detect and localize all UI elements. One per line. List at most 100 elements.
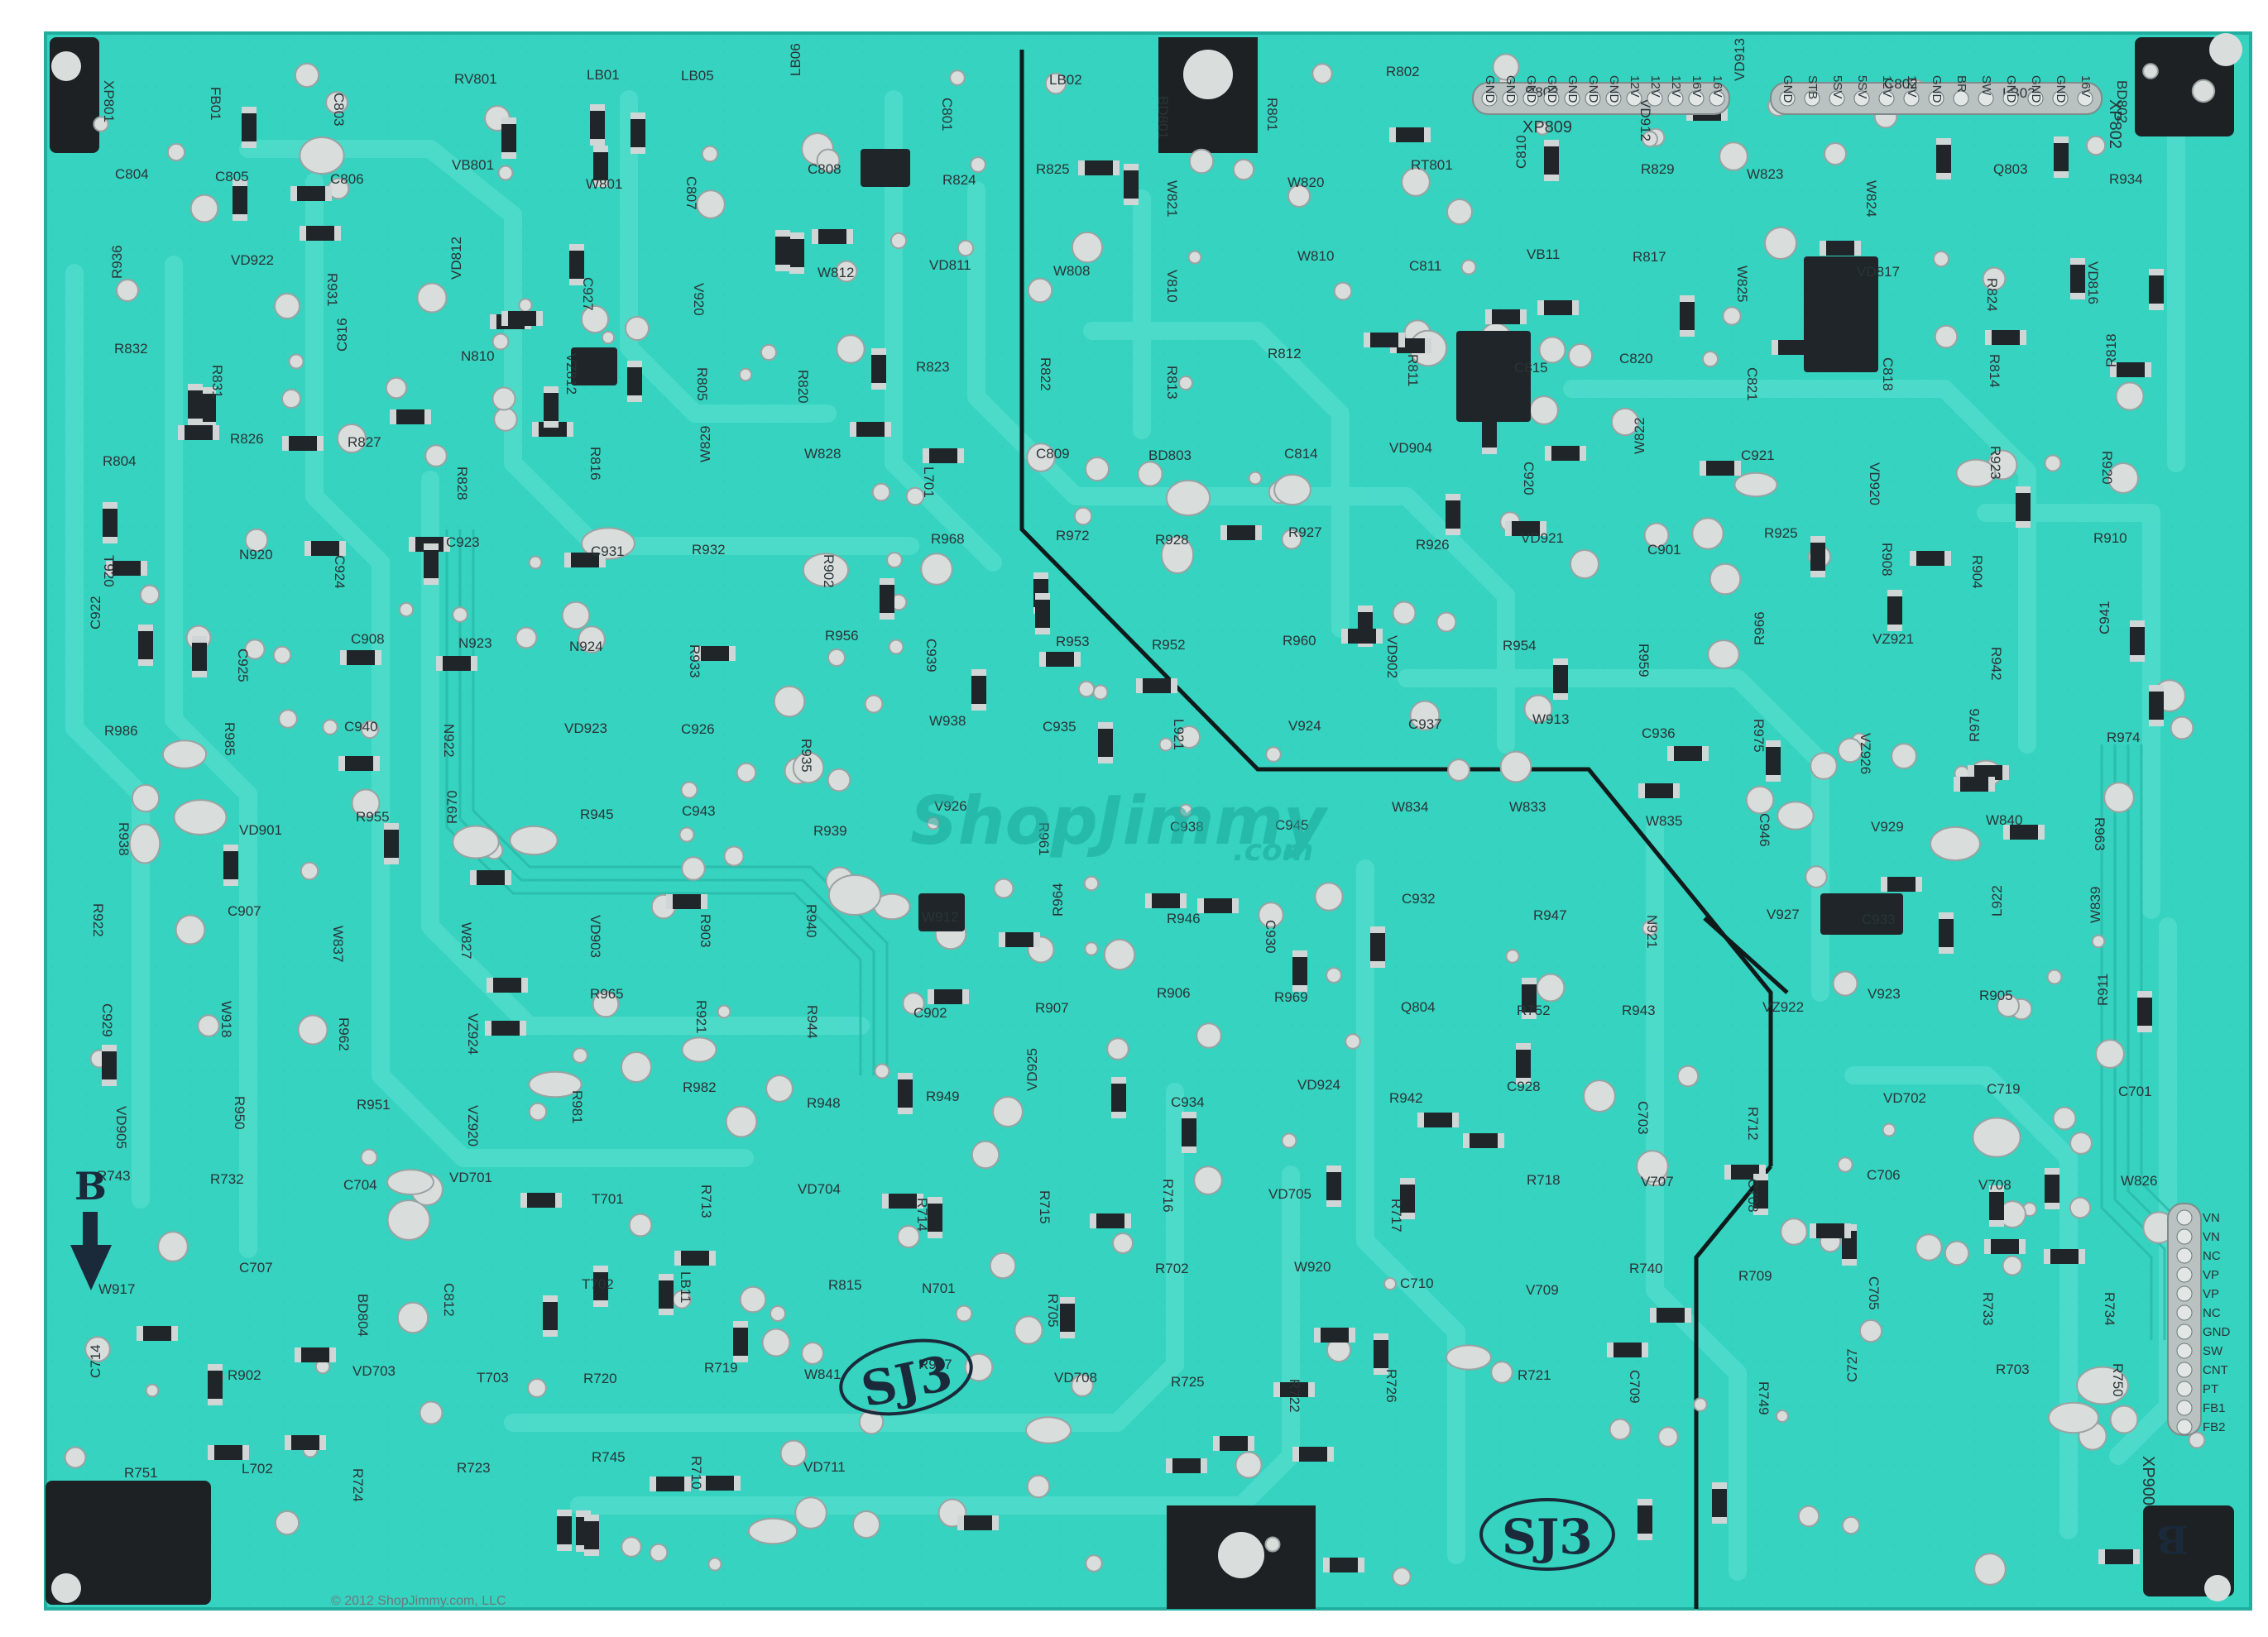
- connector-pin: [2052, 90, 2069, 107]
- component-label: R906: [1157, 985, 1191, 1001]
- component-label: R832: [114, 341, 148, 357]
- solder-pad: [1693, 1397, 1708, 1412]
- component-label: FB01: [208, 87, 223, 121]
- connector-pin: [1481, 90, 1498, 107]
- smd-part: [501, 311, 543, 326]
- component-label: R964: [1050, 883, 1066, 917]
- solder-pad: [678, 826, 695, 843]
- smd-part: [1292, 950, 1307, 992]
- component-label: R928: [1155, 532, 1189, 548]
- solder-pad: [680, 781, 698, 799]
- component-label: C808: [808, 161, 842, 177]
- large-pad: [386, 1199, 431, 1241]
- component-label: R935: [798, 739, 814, 773]
- component-label: C932: [1402, 891, 1436, 907]
- solder-pad: [852, 1510, 880, 1539]
- smd-part: [2003, 825, 2045, 840]
- smd-part: [923, 448, 964, 463]
- component-label: R948: [807, 1095, 841, 1111]
- component-label: VZ922: [1762, 999, 1804, 1015]
- solder-pad: [561, 601, 591, 630]
- component-label: C927: [580, 277, 596, 311]
- solder-pad: [1287, 184, 1311, 208]
- solder-pad: [1805, 865, 1828, 888]
- solder-pad: [197, 1014, 220, 1037]
- connector-xp809: [1472, 82, 1730, 115]
- component-label: VB801: [452, 157, 494, 173]
- component-label: C707: [239, 1260, 273, 1276]
- smd-part: [384, 823, 399, 864]
- component-label: T702: [582, 1276, 614, 1292]
- solder-pad: [578, 625, 606, 653]
- pin-label: 16V: [1690, 75, 1704, 98]
- solder-pad: [739, 1285, 767, 1314]
- smd-part: [485, 1021, 526, 1036]
- smd-part: [501, 117, 516, 159]
- smd-part: [957, 1515, 999, 1530]
- component-label: R702: [1155, 1261, 1189, 1276]
- component-label: W822: [1632, 418, 1647, 454]
- component-label: Q804: [1401, 999, 1436, 1015]
- pin-label: FB1: [2203, 1401, 2226, 1415]
- smd-part: [290, 186, 332, 201]
- solder-pad: [300, 861, 319, 881]
- connector-pin: [1522, 90, 1539, 107]
- smd-part: [1638, 783, 1680, 798]
- component-label: C804: [115, 166, 149, 182]
- copper-traces: [65, 90, 2185, 1581]
- solder-pad: [244, 528, 269, 553]
- solder-pad: [601, 330, 616, 345]
- smd-part: [1136, 678, 1177, 693]
- component-label: C714: [88, 1344, 103, 1378]
- component-label: W808: [1053, 263, 1090, 279]
- large-pad: [1777, 801, 1815, 830]
- solder-pad: [1071, 231, 1104, 264]
- watermark-text: ShopJimmy: [910, 783, 1329, 859]
- pin-label: 12V: [1905, 75, 1919, 98]
- component-label: C926: [681, 721, 715, 737]
- smd-part: [1954, 777, 1995, 792]
- smd-part: [282, 436, 324, 451]
- pin-label: GND: [1545, 75, 1559, 103]
- large-pad: [1025, 1416, 1072, 1444]
- pin-label: VN: [2203, 1230, 2220, 1244]
- smd-part: [1273, 1382, 1315, 1397]
- pin-label: GND: [2004, 75, 2018, 103]
- smd-part: [590, 104, 605, 146]
- solder-pad: [189, 194, 219, 223]
- component-label: R968: [931, 531, 965, 547]
- component-label: XP801: [101, 80, 117, 122]
- large-pad: [1446, 1344, 1492, 1371]
- component-label: C907: [228, 903, 261, 919]
- solder-pad: [1570, 549, 1599, 579]
- pin-label: GND: [2054, 75, 2068, 103]
- solder-pad: [801, 1342, 824, 1365]
- solder-pad: [1492, 53, 1520, 81]
- solder-pad: [1719, 141, 1748, 171]
- component-label: LB06: [788, 43, 803, 76]
- component-label: C708: [1745, 1179, 1761, 1213]
- solder-pad: [1392, 601, 1417, 625]
- solder-pad: [1982, 266, 2007, 291]
- solder-pad: [1158, 737, 1173, 752]
- solder-pad: [770, 1305, 786, 1322]
- component-label: R812: [1268, 346, 1302, 361]
- solder-pad: [322, 719, 338, 735]
- pin-label: CNT: [2203, 1363, 2228, 1377]
- solder-pad: [1837, 737, 1863, 763]
- pin-label: FB2: [2203, 1420, 2226, 1434]
- smd-part: [1213, 1436, 1254, 1451]
- pin-label: GND: [1586, 75, 1600, 103]
- smd-part: [1035, 593, 1050, 634]
- solder-pad: [1401, 167, 1431, 197]
- connector-pin: [2176, 1304, 2193, 1321]
- connector-pin: [2176, 1419, 2193, 1435]
- component-label: C820: [1619, 351, 1653, 366]
- smd-part: [192, 636, 207, 677]
- component-label: T701: [592, 1191, 624, 1207]
- large-pad: [1930, 826, 1981, 862]
- component-label: R920: [2099, 451, 2115, 485]
- smd-part: [1989, 1185, 2004, 1227]
- solder-pad: [175, 914, 206, 945]
- smd-part: [1341, 629, 1383, 644]
